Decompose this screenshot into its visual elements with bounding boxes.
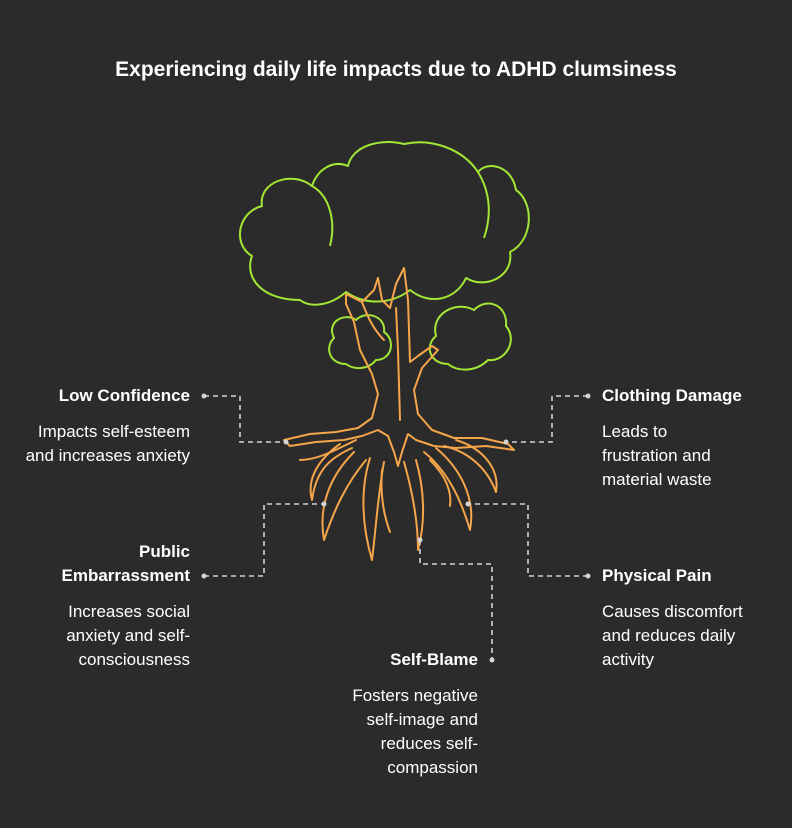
dot-physical-pain-tree [465,501,471,507]
impact-public-embarrassment: Public Embarrassment Increases social an… [20,540,190,672]
impact-description: Increases social anxiety and self-consci… [66,602,190,669]
connector-self-blame [419,540,493,660]
impact-heading: Public Embarrassment [61,542,190,585]
root-1 [309,443,353,501]
diagram-title: Experiencing daily life impacts due to A… [115,58,677,81]
canopy-main [239,141,530,306]
impact-clothing-damage: Clothing Damage Leads to frustration and… [602,384,772,492]
connectors [204,395,588,660]
impact-physical-pain: Physical Pain Causes discomfort and redu… [602,564,772,672]
impact-description: Leads to frustration and material waste [602,422,712,489]
root-4 [403,459,425,551]
dot-public-embarrassment-tree [321,501,327,507]
impact-description: Causes discomfort and reduces daily acti… [602,602,743,669]
root-8 [429,459,452,507]
root-6 [443,439,498,493]
trunk-branch [361,301,385,341]
dot-public-embarrassment-text [201,573,207,579]
canopy-small-left [328,314,392,370]
root-2 [321,451,367,541]
connector-physical-pain [468,503,588,577]
connector-public-embarrassment [204,503,324,577]
impact-heading: Self-Blame [390,650,478,669]
impact-description: Fosters negative self-image and reduces … [352,686,478,777]
impact-heading: Low Confidence [58,386,190,405]
canopy-small-right [428,302,512,371]
dot-low-confidence-tree [283,439,289,445]
dot-low-confidence-text [201,393,207,399]
tree-canopy [239,141,530,371]
root-5 [423,447,473,531]
impact-heading: Clothing Damage [602,386,742,405]
impact-self-blame: Self-Blame Fosters negative self-image a… [318,648,478,780]
dot-clothing-damage-text [585,393,591,399]
connector-low-confidence [204,395,286,443]
trunk-inner [395,307,401,421]
dot-physical-pain-text [585,573,591,579]
root-3 [362,457,385,561]
root-7 [299,439,357,461]
impact-description: Impacts self-esteem and increases anxiet… [25,422,190,465]
canopy-inner-right [477,171,490,239]
dot-self-blame-tree [417,537,423,543]
canopy-inner-left [311,185,334,247]
dot-self-blame-text [489,657,495,663]
tree-trunk [283,267,515,561]
dot-clothing-damage-tree [503,439,509,445]
impact-heading: Physical Pain [602,566,712,585]
connector-dots [201,393,591,663]
impact-low-confidence: Low Confidence Impacts self-esteem and i… [20,384,190,468]
connector-clothing-damage [506,395,588,443]
root-9 [380,469,391,533]
